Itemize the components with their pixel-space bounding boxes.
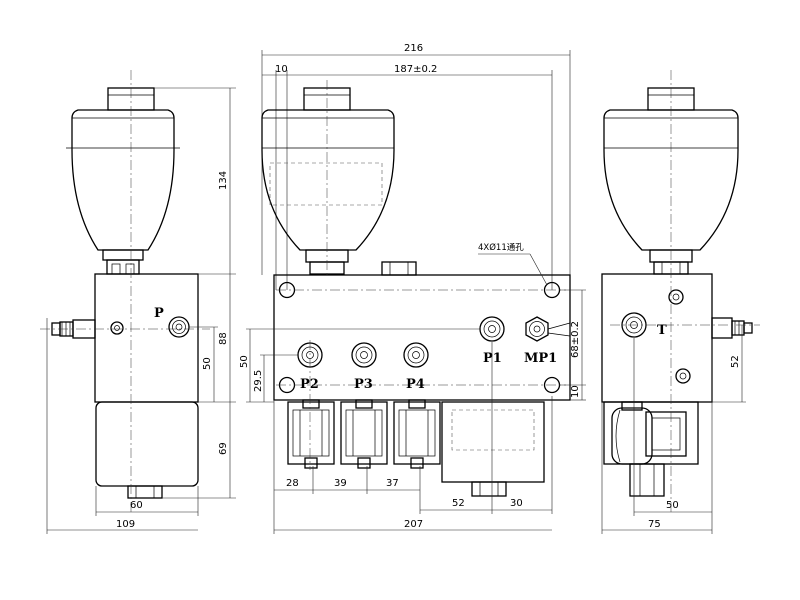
dim-68: 68±0.2 (570, 321, 581, 358)
dim-10-top: 10 (275, 64, 288, 75)
front-port-p4 (403, 342, 429, 368)
front-port-p3 (351, 342, 377, 368)
right-side-view: T 52 50 75 (601, 70, 760, 534)
dim-69: 69 (218, 442, 229, 455)
dim-207: 207 (404, 519, 423, 530)
dim-10-right: 10 (570, 385, 581, 398)
dim-134: 134 (218, 171, 229, 190)
dim-52-right: 52 (730, 355, 741, 368)
dim-109: 109 (116, 519, 135, 530)
dim-60: 60 (130, 500, 143, 511)
label-port-p4: P4 (406, 377, 425, 392)
dim-216: 216 (404, 43, 423, 54)
right-valve-block (601, 273, 713, 403)
dim-50-left: 50 (202, 357, 213, 370)
left-accumulator-dome (71, 109, 175, 251)
label-port-p3: P3 (354, 377, 373, 392)
front-view: 216 10 187±0.2 P1 (239, 43, 586, 534)
dim-52-front: 52 (452, 498, 465, 509)
left-motor (95, 401, 199, 487)
dim-39: 39 (334, 478, 347, 489)
label-port-p2: P2 (300, 377, 319, 392)
label-port-t: T (657, 323, 667, 338)
label-port-mp1: MP1 (524, 351, 557, 366)
dim-28: 28 (286, 478, 299, 489)
note-through-holes: 4XØ11通孔 (478, 242, 524, 253)
left-side-view: P 134 88 50 69 60 (40, 70, 236, 534)
dim-37: 37 (386, 478, 399, 489)
dim-30: 30 (510, 498, 523, 509)
dim-50-front: 50 (239, 355, 250, 368)
right-accumulator-dome (603, 109, 739, 251)
left-valve-block (94, 273, 199, 403)
left-port-p (168, 316, 190, 338)
dim-29-5: 29.5 (253, 370, 264, 392)
front-accumulator-dome (261, 109, 395, 251)
dim-50-right: 50 (666, 500, 679, 511)
dim-75: 75 (648, 519, 661, 530)
dim-187: 187±0.2 (394, 64, 437, 75)
front-port-mp1 (525, 316, 549, 342)
label-port-p: P (154, 306, 164, 321)
dim-88: 88 (218, 332, 229, 345)
front-motor (441, 401, 545, 483)
front-port-p1 (479, 316, 505, 342)
front-solenoid-valves (287, 399, 441, 469)
label-port-p1: P1 (483, 351, 502, 366)
